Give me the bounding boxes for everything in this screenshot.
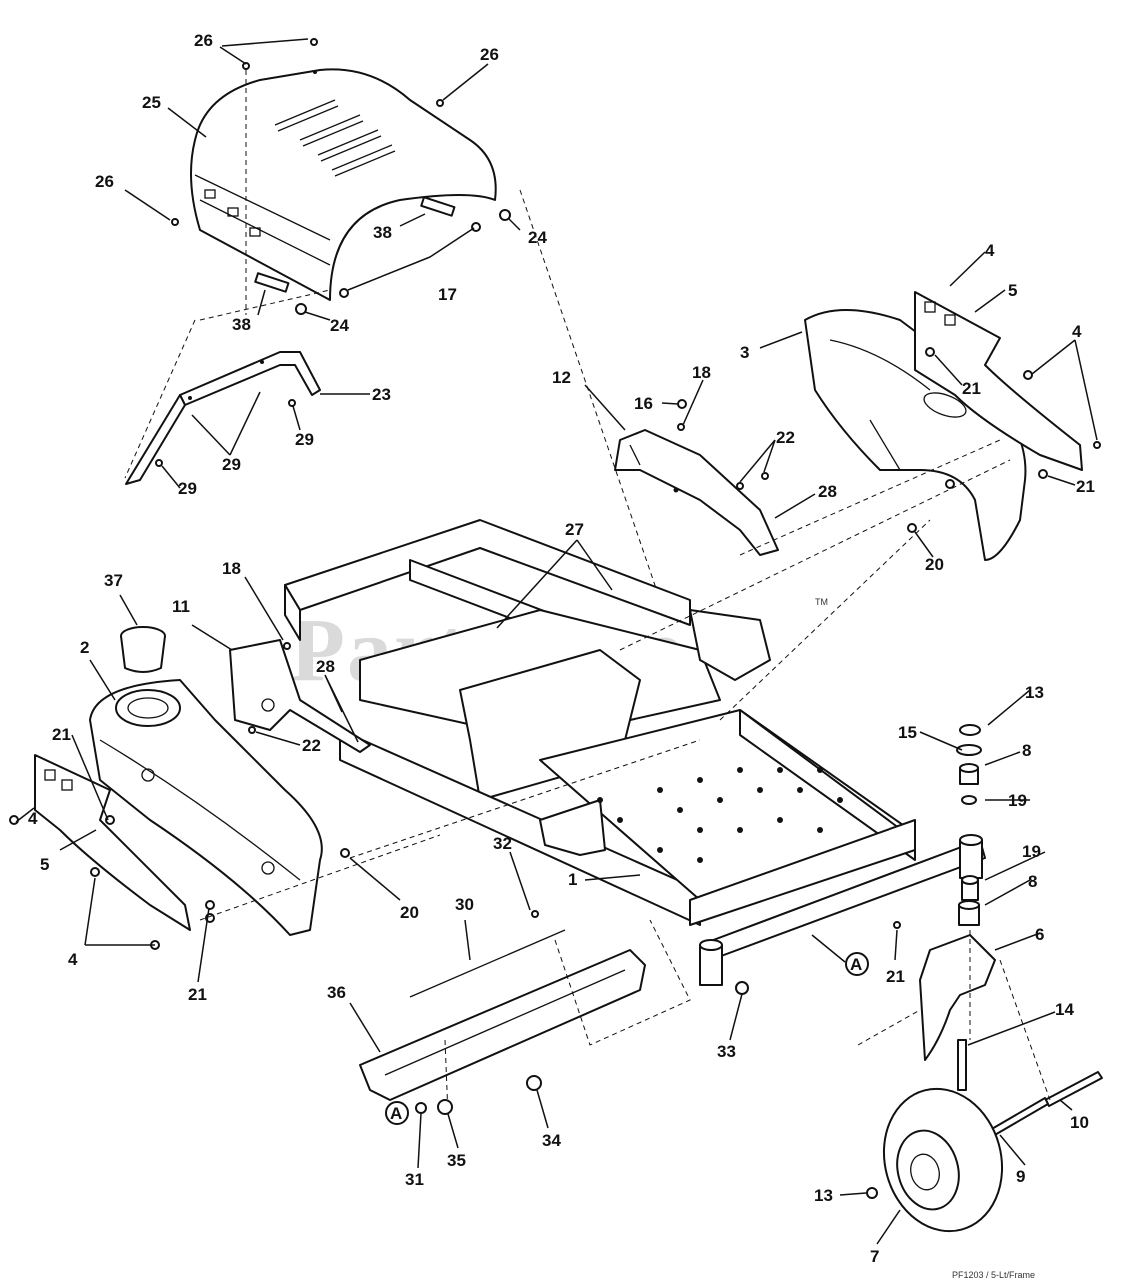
label-part-5: 5 — [1008, 281, 1017, 300]
label-part-1: 1 — [568, 870, 577, 889]
axle-part-9 — [989, 1097, 1049, 1137]
front-bar-part-36 — [359, 949, 646, 1101]
bracket-part-12 — [614, 429, 779, 556]
label-part-28: 28 — [818, 482, 837, 501]
handle-part-38-lower — [254, 272, 290, 293]
label-part-37: 37 — [104, 571, 123, 590]
label-part-3: 3 — [740, 343, 749, 362]
label-part-38: 38 — [373, 223, 392, 242]
svg-text:A: A — [390, 1104, 402, 1123]
label-part-17: 17 — [438, 285, 457, 304]
label-part-35: 35 — [447, 1151, 466, 1170]
label-part-13: 13 — [814, 1186, 833, 1205]
label-part-5: 5 — [40, 855, 49, 874]
label-part-21: 21 — [886, 967, 905, 986]
label-part-13: 13 — [1025, 683, 1044, 702]
label-part-19: 19 — [1022, 842, 1041, 861]
cover-vent-slots — [274, 99, 396, 177]
label-part-4: 4 — [28, 809, 38, 828]
label-part-24: 24 — [528, 228, 547, 247]
main-frame-part-1 — [284, 519, 986, 986]
label-part-32: 32 — [493, 834, 512, 853]
hardware-cover — [155, 38, 511, 467]
watermark-tm: TM — [815, 597, 828, 607]
left-fender-part-2 — [89, 679, 323, 936]
label-part-4: 4 — [985, 241, 995, 260]
label-part-21: 21 — [1076, 477, 1095, 496]
label-part-16: 16 — [634, 394, 653, 413]
label-part-20: 20 — [400, 903, 419, 922]
bushing-stack — [956, 724, 982, 926]
label-part-12: 12 — [552, 368, 571, 387]
bracket-part-11 — [229, 639, 371, 753]
label-part-18: 18 — [692, 363, 711, 382]
label-part-18: 18 — [222, 559, 241, 578]
label-part-21: 21 — [188, 985, 207, 1004]
label-part-8: 8 — [1022, 741, 1031, 760]
label-part-21: 21 — [962, 379, 981, 398]
label-part-4: 4 — [68, 950, 78, 969]
bolt-part-10 — [1044, 1071, 1103, 1107]
handle-part-38-upper — [420, 196, 456, 217]
right-fender-part-3 — [804, 309, 1027, 561]
label-part-22: 22 — [302, 736, 321, 755]
drawing-code: PF1203 / 5-Lt/Frame — [952, 1270, 1035, 1280]
rod-part-30 — [409, 929, 566, 998]
label-part-4: 4 — [1072, 322, 1082, 341]
label-part-19: 19 — [1008, 791, 1027, 810]
label-part-24: 24 — [330, 316, 349, 335]
label-part-38: 38 — [232, 315, 251, 334]
label-part-29: 29 — [295, 430, 314, 449]
label-part-33: 33 — [717, 1042, 736, 1061]
side-plate-part-5-right — [914, 291, 1083, 471]
deck-holes — [597, 767, 843, 863]
label-part-2: 2 — [80, 638, 89, 657]
label-part-25: 25 — [142, 93, 161, 112]
label-part-11: 11 — [172, 597, 190, 616]
label-part-10: 10 — [1070, 1113, 1089, 1132]
caster-fork-part-6 — [919, 934, 996, 1061]
leader-lines — [15, 38, 1098, 1245]
label-part-6: 6 — [1035, 925, 1044, 944]
label-part-23: 23 — [372, 385, 391, 404]
svg-text:A: A — [850, 955, 862, 974]
label-part-29: 29 — [178, 479, 197, 498]
spindle-part-14 — [957, 1039, 967, 1091]
label-part-7: 7 — [870, 1247, 879, 1266]
label-part-22: 22 — [776, 428, 795, 447]
callout-a-bottom: A — [385, 1101, 409, 1125]
label-part-26: 26 — [194, 31, 213, 50]
label-part-28: 28 — [316, 657, 335, 676]
label-part-15: 15 — [898, 723, 917, 742]
label-part-30: 30 — [455, 895, 474, 914]
label-part-21: 21 — [52, 725, 71, 744]
callout-a-front: A — [845, 952, 869, 976]
label-part-20: 20 — [925, 555, 944, 574]
label-part-27: 27 — [565, 520, 584, 539]
part-labels: 1 2 3 4 4 4 4 5 5 6 7 8 8 9 10 11 12 13 … — [28, 31, 1095, 1266]
label-part-29: 29 — [222, 455, 241, 474]
bracket-part-23 — [125, 351, 321, 485]
label-part-8: 8 — [1028, 872, 1037, 891]
label-part-36: 36 — [327, 983, 346, 1002]
label-part-26: 26 — [95, 172, 114, 191]
label-part-26: 26 — [480, 45, 499, 64]
label-part-9: 9 — [1016, 1167, 1025, 1186]
cup-part-37 — [120, 626, 166, 673]
label-part-31: 31 — [405, 1170, 424, 1189]
seat-cover-part-25 — [190, 68, 497, 301]
label-part-34: 34 — [542, 1131, 561, 1150]
label-part-14: 14 — [1055, 1000, 1074, 1019]
side-plate-part-5-left — [34, 754, 191, 931]
wheel-part-7 — [882, 1087, 1004, 1233]
